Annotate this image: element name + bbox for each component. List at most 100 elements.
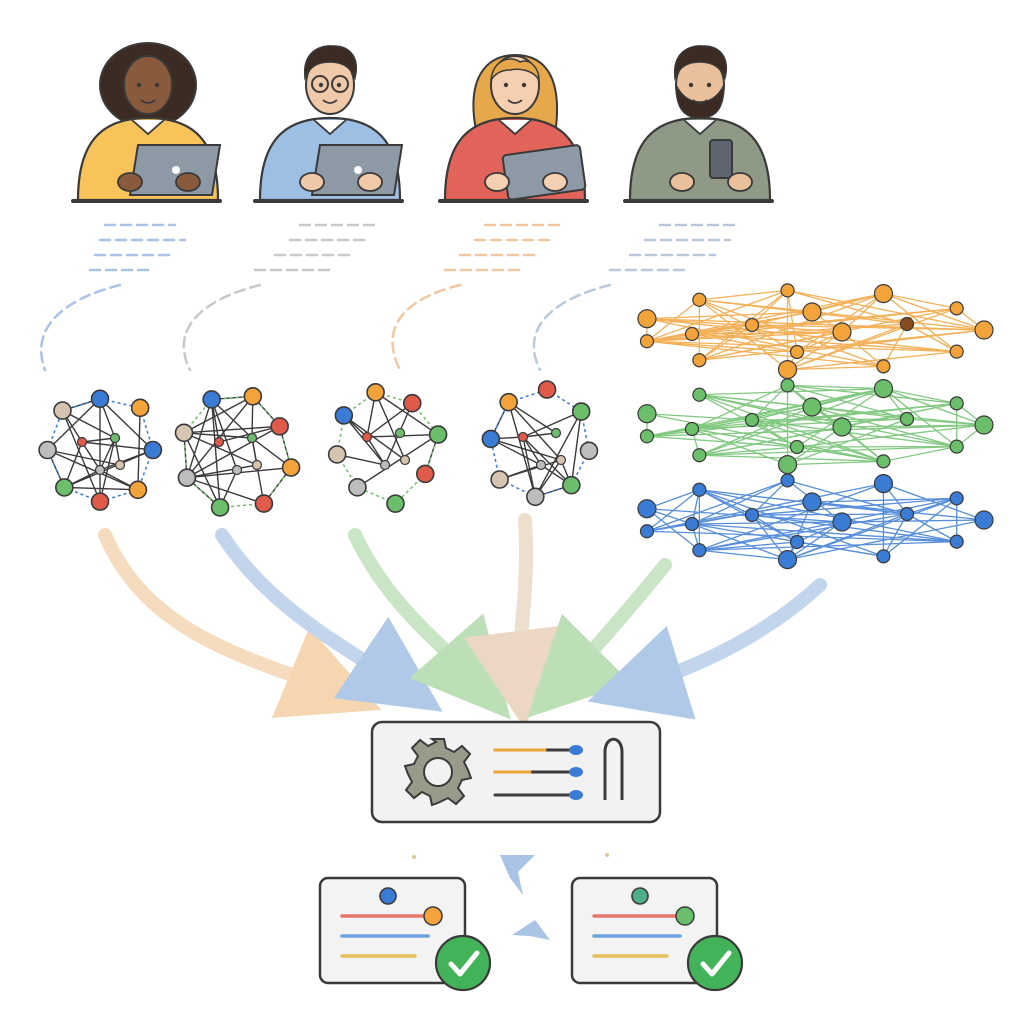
edge <box>691 428 798 448</box>
hand-right <box>542 172 568 192</box>
edge <box>787 513 908 561</box>
node <box>571 402 591 421</box>
edge <box>796 541 884 558</box>
node <box>281 458 301 477</box>
edge <box>699 299 813 313</box>
check-icon <box>686 934 744 992</box>
edges <box>646 384 985 466</box>
node <box>38 440 57 460</box>
edge <box>183 395 254 434</box>
data-trails <box>39 223 742 372</box>
edge <box>811 406 908 420</box>
edge <box>811 406 957 448</box>
node <box>832 322 852 342</box>
edge <box>691 479 788 525</box>
node <box>481 429 501 449</box>
edge <box>796 446 884 463</box>
collar <box>498 119 532 136</box>
layer-green <box>637 378 994 475</box>
node <box>899 506 915 522</box>
node <box>802 492 822 512</box>
edge <box>507 402 536 497</box>
edge <box>906 418 985 426</box>
node <box>402 393 422 413</box>
node <box>177 468 197 488</box>
node-small <box>555 454 567 466</box>
arrow-2 <box>215 528 443 712</box>
edge <box>883 483 985 521</box>
node <box>202 390 221 409</box>
node <box>974 320 994 340</box>
edge <box>186 477 265 505</box>
edge <box>522 436 537 497</box>
edge <box>490 438 562 461</box>
node-small <box>517 431 529 443</box>
node <box>537 380 557 399</box>
edge <box>691 523 957 543</box>
edge <box>699 394 843 428</box>
arrow-4 <box>464 513 562 729</box>
node <box>873 474 894 494</box>
node <box>174 423 194 443</box>
edge <box>787 350 957 371</box>
edge <box>751 497 957 516</box>
edge <box>691 402 957 430</box>
edge <box>882 323 908 367</box>
node <box>327 445 347 464</box>
user-graphs <box>38 380 599 517</box>
node <box>499 392 518 412</box>
edge <box>751 289 788 326</box>
edge <box>787 384 884 390</box>
node <box>949 301 964 316</box>
card-knob <box>423 906 443 926</box>
node <box>744 412 760 428</box>
arrow-6 <box>587 578 827 720</box>
eye-left <box>318 82 324 88</box>
node <box>692 543 707 558</box>
edge <box>99 398 154 451</box>
node <box>744 507 760 523</box>
users-row <box>71 42 774 203</box>
edge <box>508 401 557 434</box>
node <box>692 292 707 307</box>
edges <box>646 479 985 561</box>
node <box>366 383 385 402</box>
node <box>128 480 148 500</box>
node <box>789 344 805 360</box>
edge <box>699 289 788 301</box>
node <box>243 386 263 406</box>
trail-2 <box>182 223 382 372</box>
edge <box>47 398 101 451</box>
edge <box>796 329 985 353</box>
node <box>386 494 405 513</box>
node <box>876 359 891 374</box>
eye-left <box>136 82 142 88</box>
graph-1 <box>38 389 163 511</box>
edge <box>699 426 843 456</box>
node <box>949 344 964 359</box>
edge <box>699 394 813 408</box>
node <box>949 439 964 454</box>
edge <box>691 418 908 430</box>
edge <box>186 399 213 478</box>
edge <box>787 460 884 466</box>
edge <box>751 479 788 516</box>
edge <box>787 323 908 371</box>
phone-icon <box>709 139 733 179</box>
edge <box>522 436 572 486</box>
eye-left <box>503 82 509 88</box>
node <box>490 470 509 489</box>
edge <box>787 331 843 371</box>
eye-left <box>688 82 694 88</box>
mouth <box>692 99 708 104</box>
glasses-left <box>311 75 329 93</box>
edge <box>375 391 439 436</box>
mouth <box>322 99 338 104</box>
graph-2 <box>174 386 301 517</box>
edge <box>81 437 116 443</box>
node <box>639 334 655 349</box>
node <box>789 534 805 550</box>
node <box>692 353 707 368</box>
